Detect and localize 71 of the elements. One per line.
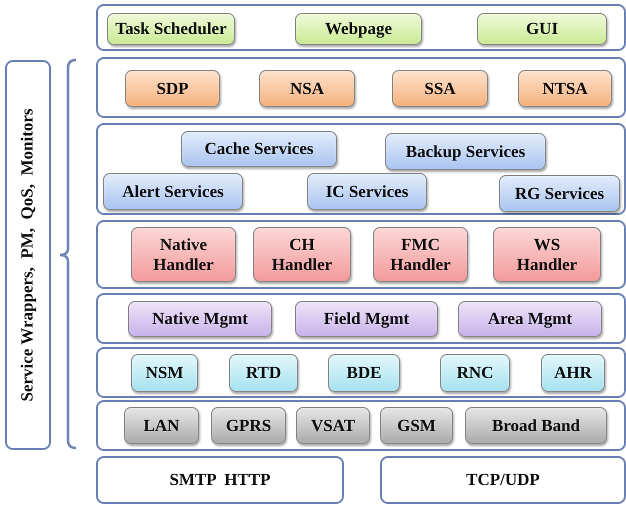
component-box bbox=[124, 407, 199, 444]
component-label: Cache Services bbox=[204, 139, 314, 159]
protocol-box bbox=[96, 456, 344, 504]
component-box bbox=[380, 407, 453, 444]
component-box bbox=[373, 227, 468, 282]
component-label: SMTP HTTP bbox=[169, 470, 271, 490]
component-label: SSA bbox=[424, 78, 456, 98]
component-box bbox=[493, 227, 601, 282]
component-box bbox=[181, 131, 337, 167]
component-label: Area Mgmt bbox=[488, 309, 572, 329]
component-box bbox=[107, 13, 235, 45]
component-label: SDP bbox=[156, 78, 189, 98]
component-box bbox=[499, 175, 620, 212]
component-box bbox=[307, 173, 427, 210]
component-label: AHR bbox=[554, 363, 592, 383]
component-label: FMC Handler bbox=[389, 234, 452, 274]
component-label: Native Handler bbox=[152, 234, 215, 274]
component-label: Native Mgmt bbox=[152, 309, 248, 329]
component-label: Webpage bbox=[324, 19, 392, 39]
component-box bbox=[295, 301, 438, 337]
component-box bbox=[295, 13, 422, 45]
component-label: NSA bbox=[290, 78, 324, 98]
component-box bbox=[465, 407, 607, 444]
component-box bbox=[518, 70, 612, 107]
component-box bbox=[385, 133, 546, 170]
component-label: IC Services bbox=[326, 182, 408, 202]
component-box bbox=[477, 13, 607, 45]
side-label: Service Wrappers, PM, QoS, Monitors bbox=[18, 108, 38, 402]
layer-panel bbox=[96, 400, 626, 451]
component-label: TCP/UDP bbox=[466, 470, 540, 490]
component-box bbox=[131, 227, 236, 282]
component-box bbox=[296, 407, 370, 444]
component-label: GUI bbox=[526, 19, 558, 39]
layer-panel bbox=[96, 220, 626, 289]
layer-panel bbox=[96, 293, 626, 344]
component-box bbox=[229, 354, 298, 392]
component-label: RTD bbox=[246, 363, 282, 383]
component-label: WS Handler bbox=[516, 234, 578, 274]
component-box bbox=[211, 407, 286, 444]
component-box bbox=[328, 354, 400, 392]
protocol-box bbox=[380, 456, 626, 504]
component-label: Broad Band bbox=[492, 416, 580, 436]
component-label: RG Services bbox=[514, 184, 604, 204]
component-box bbox=[392, 70, 488, 107]
component-label: Task Scheduler bbox=[115, 19, 227, 39]
component-label: VSAT bbox=[310, 416, 356, 436]
layer-panel bbox=[96, 4, 626, 51]
component-box bbox=[125, 70, 220, 107]
component-label: BDE bbox=[346, 363, 382, 383]
component-label: Backup Services bbox=[406, 142, 526, 162]
component-box bbox=[458, 301, 602, 337]
component-label: NTSA bbox=[542, 78, 588, 98]
component-box bbox=[259, 70, 355, 107]
component-box bbox=[440, 354, 510, 392]
component-label: CH Handler bbox=[270, 234, 334, 274]
layer-panel bbox=[96, 347, 626, 398]
component-box bbox=[103, 173, 243, 210]
component-label: GPRS bbox=[226, 416, 272, 436]
component-label: LAN bbox=[144, 416, 180, 436]
component-box bbox=[128, 301, 272, 337]
component-label: NSM bbox=[146, 363, 184, 383]
component-box bbox=[253, 227, 351, 282]
component-label: RNC bbox=[456, 363, 494, 383]
component-label: Alert Services bbox=[122, 182, 224, 202]
component-box bbox=[131, 354, 198, 392]
component-box bbox=[541, 354, 605, 392]
component-label: Field Mgmt bbox=[324, 309, 410, 329]
side-panel bbox=[5, 60, 51, 450]
layer-panel bbox=[96, 123, 626, 215]
layer-panel bbox=[96, 57, 626, 118]
component-label: GSM bbox=[397, 416, 436, 436]
